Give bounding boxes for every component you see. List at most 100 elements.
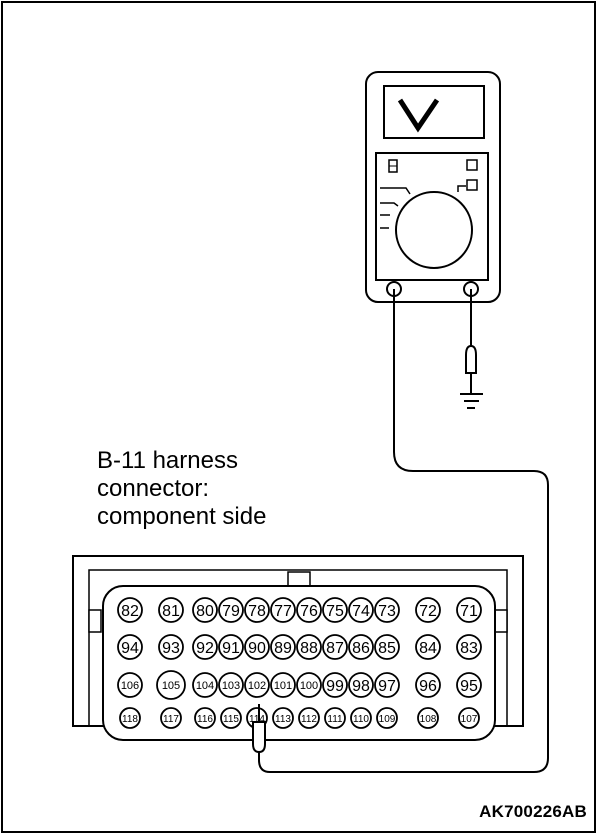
meter-indicator-top (466, 159, 478, 171)
terminal-label-104: 104 (196, 680, 214, 692)
terminal-label-85: 85 (378, 640, 396, 657)
meter-range-marks (380, 187, 411, 229)
terminal-label-103: 103 (222, 680, 240, 692)
terminal-label-89: 89 (274, 640, 292, 657)
terminal-pin-97 (374, 672, 400, 698)
terminal-pin-91 (218, 634, 244, 660)
terminal-pin-95 (456, 672, 482, 698)
terminal-label-98: 98 (352, 678, 370, 695)
terminal-label-90: 90 (248, 640, 266, 657)
terminal-probe (252, 704, 266, 754)
terminal-pin-102 (244, 672, 270, 698)
terminal-label-100: 100 (300, 680, 318, 692)
terminal-label-108: 108 (420, 714, 437, 725)
terminal-pin-109 (376, 707, 398, 729)
terminal-label-107: 107 (461, 714, 478, 725)
terminal-label-83: 83 (460, 640, 478, 657)
terminal-pin-99 (322, 672, 348, 698)
terminal-pin-78 (244, 597, 270, 623)
terminal-label-113: 113 (275, 714, 291, 725)
terminal-pin-110 (350, 707, 372, 729)
terminal-pin-112 (298, 707, 320, 729)
terminal-pin-81 (158, 597, 184, 623)
signal-lead-wire (258, 289, 549, 773)
terminal-pin-87 (322, 634, 348, 660)
terminal-label-78: 78 (248, 603, 266, 620)
terminal-pin-71 (456, 597, 482, 623)
terminal-label-92: 92 (196, 640, 214, 657)
terminal-label-77: 77 (274, 603, 292, 620)
terminal-label-73: 73 (378, 603, 396, 620)
terminal-pin-77 (270, 597, 296, 623)
terminal-pin-106 (117, 672, 143, 698)
test-leads (258, 289, 549, 773)
terminal-pin-113 (272, 707, 294, 729)
terminal-pin-84 (415, 634, 441, 660)
terminal-label-99: 99 (326, 678, 344, 695)
terminal-label-101: 101 (274, 680, 292, 692)
terminal-label-72: 72 (419, 603, 437, 620)
meter-scale-mark (457, 185, 466, 192)
terminal-pin-104 (192, 672, 218, 698)
connector-label-line2: connector: (97, 475, 210, 502)
terminal-label-118: 118 (122, 714, 138, 725)
terminal-label-116: 116 (197, 714, 213, 725)
ground-symbol (460, 393, 483, 409)
ground-probe (465, 344, 477, 374)
terminal-pin-80 (192, 597, 218, 623)
terminal-label-106: 106 (121, 680, 139, 692)
terminal-pin-108 (417, 707, 439, 729)
terminal-pin-82 (117, 597, 143, 623)
terminal-label-76: 76 (300, 603, 318, 620)
terminal-pin-101 (270, 672, 296, 698)
terminal-label-97: 97 (378, 678, 396, 695)
terminal-label-86: 86 (352, 640, 370, 657)
terminal-pin-92 (192, 634, 218, 660)
voltmeter (365, 71, 501, 303)
terminal-pin-107 (458, 707, 480, 729)
terminal-pin-83 (456, 634, 482, 660)
terminal-label-84: 84 (419, 640, 437, 657)
terminal-label-75: 75 (326, 603, 344, 620)
terminal-label-88: 88 (300, 640, 318, 657)
connector-latch-right (494, 609, 508, 633)
terminal-label-79: 79 (222, 603, 240, 620)
terminal-pin-115 (220, 707, 242, 729)
terminal-label-110: 110 (353, 714, 369, 725)
terminal-pin-93 (158, 634, 184, 660)
meter-display (383, 85, 485, 139)
terminal-pin-100 (296, 672, 322, 698)
figure-id: AK700226AB (479, 802, 587, 821)
terminal-pin-86 (348, 634, 374, 660)
terminal-label-114: 114 (249, 714, 265, 725)
connector-label-line3: component side (97, 503, 267, 530)
terminal-label-91: 91 (222, 640, 240, 657)
terminal-pin-111 (324, 707, 346, 729)
terminal-label-80: 80 (196, 603, 214, 620)
terminal-label-81: 81 (162, 603, 180, 620)
terminal-pin-103 (218, 672, 244, 698)
terminal-label-96: 96 (419, 678, 437, 695)
terminal-pin-85 (374, 634, 400, 660)
terminal-pin-98 (348, 672, 374, 698)
terminal-pin-75 (322, 597, 348, 623)
connector-label-line1: B-11 harness (97, 447, 238, 474)
terminal-pin-73 (374, 597, 400, 623)
terminal-label-82: 82 (121, 603, 139, 620)
terminal-pin-88 (296, 634, 322, 660)
terminal-label-95: 95 (460, 678, 478, 695)
terminal-label-112: 112 (301, 714, 317, 725)
terminal-pin-89 (270, 634, 296, 660)
terminal-pin-90 (244, 634, 270, 660)
terminal-pin-79 (218, 597, 244, 623)
terminal-label-102: 102 (248, 680, 266, 692)
terminal-pin-117 (160, 707, 182, 729)
terminal-pin-72 (415, 597, 441, 623)
terminal-label-105: 105 (162, 680, 180, 692)
terminal-pin-94 (117, 634, 143, 660)
terminal-label-87: 87 (326, 640, 344, 657)
